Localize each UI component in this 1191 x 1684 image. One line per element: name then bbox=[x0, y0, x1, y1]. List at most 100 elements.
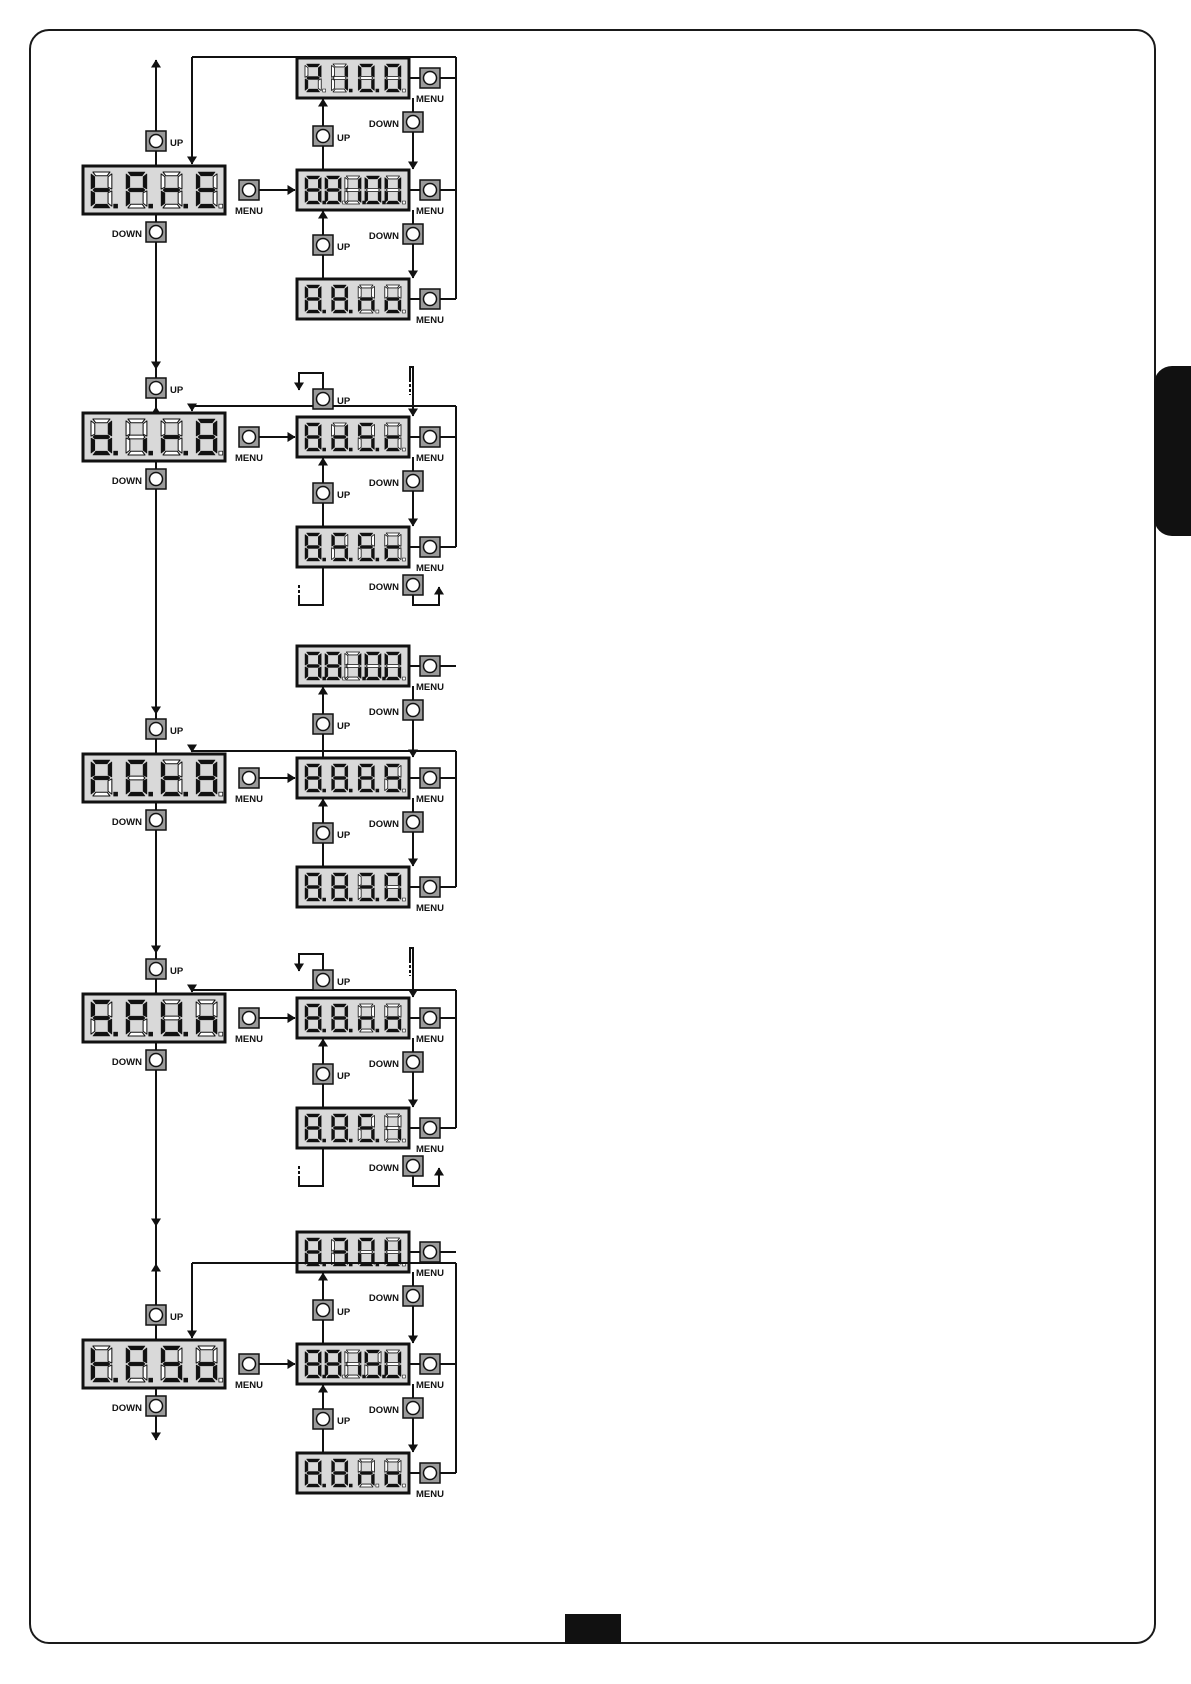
up-button[interactable] bbox=[313, 823, 333, 843]
segment-f bbox=[332, 874, 335, 886]
segment-b bbox=[143, 421, 147, 436]
up-button[interactable] bbox=[146, 131, 166, 151]
menu-button[interactable] bbox=[420, 1242, 440, 1262]
up-button[interactable] bbox=[313, 389, 333, 409]
segment-d bbox=[306, 89, 319, 92]
segment-g bbox=[386, 777, 399, 780]
segment-c bbox=[345, 548, 348, 560]
up-button[interactable] bbox=[313, 483, 333, 503]
up-button[interactable] bbox=[313, 1409, 333, 1429]
up-button[interactable] bbox=[146, 378, 166, 398]
segment-e bbox=[345, 191, 348, 203]
segment-c bbox=[213, 438, 217, 453]
menu-button[interactable] bbox=[420, 68, 440, 88]
segment-a bbox=[306, 1350, 319, 1353]
menu-button[interactable] bbox=[420, 1118, 440, 1138]
menu-button[interactable] bbox=[420, 289, 440, 309]
button-circle-icon bbox=[150, 226, 163, 239]
wrap-out-line bbox=[299, 1148, 323, 1186]
segment-a bbox=[360, 1114, 373, 1117]
segment-e bbox=[196, 438, 200, 453]
segment-f bbox=[161, 1002, 165, 1017]
segment-a bbox=[128, 760, 145, 764]
segment-c bbox=[318, 300, 321, 312]
menu-button[interactable] bbox=[239, 1354, 259, 1374]
down-button[interactable] bbox=[403, 112, 423, 132]
menu-button[interactable] bbox=[239, 427, 259, 447]
down-button[interactable] bbox=[403, 1398, 423, 1418]
up-label: UP bbox=[337, 721, 351, 732]
decimal-point bbox=[402, 1375, 405, 1378]
segment-e bbox=[126, 779, 130, 794]
segment-e bbox=[305, 667, 308, 679]
segment-e bbox=[385, 1365, 388, 1377]
segment-e bbox=[196, 1365, 200, 1380]
menu-button[interactable] bbox=[420, 1008, 440, 1028]
segment-e bbox=[91, 191, 95, 206]
segment-c bbox=[108, 779, 112, 794]
up-button[interactable] bbox=[313, 1300, 333, 1320]
menu-button[interactable] bbox=[420, 1354, 440, 1374]
down-button[interactable] bbox=[146, 1396, 166, 1416]
segment-f bbox=[332, 65, 335, 77]
segment-b bbox=[398, 1460, 401, 1472]
down-button[interactable] bbox=[146, 810, 166, 830]
menu-button[interactable] bbox=[420, 427, 440, 447]
down-button[interactable] bbox=[146, 1050, 166, 1070]
segment-e bbox=[332, 548, 335, 560]
menu-button[interactable] bbox=[420, 877, 440, 897]
down-button[interactable] bbox=[146, 222, 166, 242]
decimal-point bbox=[349, 558, 352, 561]
menu-button[interactable] bbox=[239, 1008, 259, 1028]
down-button[interactable] bbox=[403, 700, 423, 720]
decimal-point bbox=[402, 1139, 405, 1142]
menu-button[interactable] bbox=[420, 537, 440, 557]
segment-c bbox=[398, 1129, 401, 1141]
segment-e bbox=[91, 438, 95, 453]
down-label: DOWN bbox=[369, 478, 399, 489]
up-button[interactable] bbox=[146, 959, 166, 979]
menu-button[interactable] bbox=[420, 656, 440, 676]
down-label: DOWN bbox=[112, 476, 142, 487]
menu-button[interactable] bbox=[420, 768, 440, 788]
up-button[interactable] bbox=[146, 719, 166, 739]
up-button[interactable] bbox=[146, 1305, 166, 1325]
down-button[interactable] bbox=[403, 471, 423, 491]
menu-button[interactable] bbox=[239, 180, 259, 200]
up-button[interactable] bbox=[313, 970, 333, 990]
segment-d bbox=[333, 1484, 346, 1487]
segment-a bbox=[128, 419, 145, 423]
segment-c bbox=[213, 1019, 217, 1034]
segment-a bbox=[306, 1238, 319, 1241]
segment-e bbox=[196, 779, 200, 794]
down-button[interactable] bbox=[403, 1286, 423, 1306]
down-button[interactable] bbox=[403, 812, 423, 832]
segment-c bbox=[398, 438, 401, 450]
up-button[interactable] bbox=[313, 126, 333, 146]
segment-g bbox=[93, 776, 110, 780]
segment-d bbox=[360, 310, 373, 313]
up-button[interactable] bbox=[313, 714, 333, 734]
up-button[interactable] bbox=[313, 1064, 333, 1084]
down-button[interactable] bbox=[403, 575, 423, 595]
menu-button[interactable] bbox=[239, 768, 259, 788]
decimal-point bbox=[376, 1029, 379, 1032]
menu-button[interactable] bbox=[420, 180, 440, 200]
segment-a bbox=[366, 176, 379, 179]
segment-g bbox=[333, 777, 346, 780]
segment-e bbox=[365, 1365, 368, 1377]
down-button[interactable] bbox=[403, 1052, 423, 1072]
down-button[interactable] bbox=[403, 224, 423, 244]
down-button[interactable] bbox=[146, 469, 166, 489]
segment-g bbox=[333, 546, 346, 549]
segment-e bbox=[305, 1365, 308, 1377]
segment-d bbox=[128, 792, 145, 796]
menu-button[interactable] bbox=[420, 1463, 440, 1483]
up-button[interactable] bbox=[313, 235, 333, 255]
segment-b bbox=[371, 1460, 374, 1472]
segment-d bbox=[333, 448, 346, 451]
segment-e bbox=[385, 79, 388, 91]
down-button[interactable] bbox=[403, 1156, 423, 1176]
segment-a bbox=[333, 873, 346, 876]
decimal-point bbox=[184, 1032, 188, 1036]
